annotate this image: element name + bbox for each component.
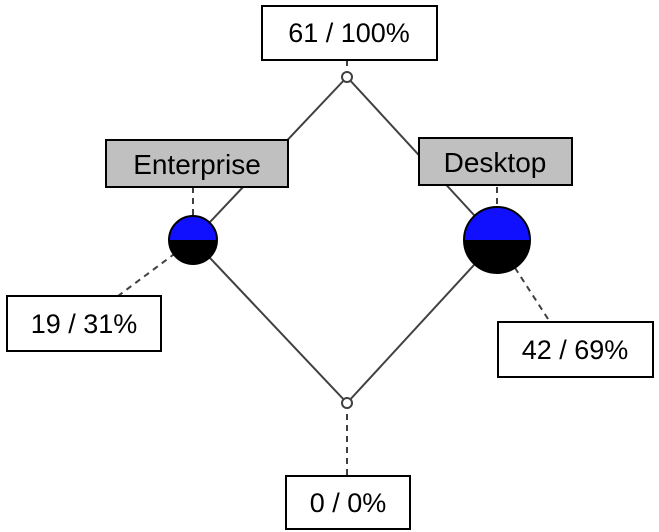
enterprise-count-label: 19 / 31%: [31, 309, 138, 339]
desktop-concept-label: Desktop: [444, 147, 547, 178]
bottom-node: [341, 397, 353, 409]
enterprise-concept-label: Enterprise: [133, 149, 261, 180]
bottom-count-box: 0 / 0%: [285, 475, 411, 530]
enterprise-node: [168, 215, 218, 265]
top-count-label: 61 / 100%: [288, 18, 410, 48]
desktop-concept-box: Desktop: [418, 137, 573, 186]
enterprise-count-box: 19 / 31%: [6, 295, 162, 352]
edge-enterprise-bottom: [192, 239, 348, 404]
edge-desktop-bottom: [346, 239, 498, 404]
desktop-node: [463, 206, 531, 274]
desktop-count-box: 42 / 69%: [497, 321, 654, 378]
desktop-count-label: 42 / 69%: [522, 335, 629, 365]
bottom-count-label: 0 / 0%: [310, 488, 387, 518]
enterprise-concept-box: Enterprise: [105, 139, 289, 188]
top-count-box: 61 / 100%: [261, 5, 438, 61]
top-node: [341, 71, 353, 83]
